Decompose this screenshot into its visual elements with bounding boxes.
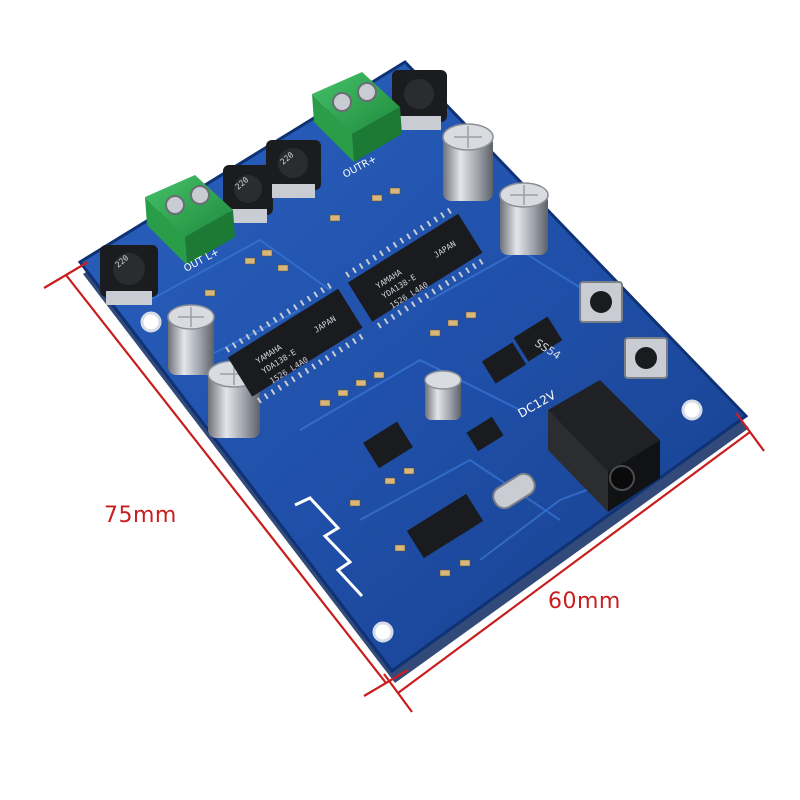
tactile-buttons: [579, 281, 668, 379]
dimension-lines: [43, 261, 765, 713]
dc-jack: [548, 380, 660, 512]
height-dimension-label: 75mm: [104, 503, 177, 528]
inductors: [100, 70, 447, 305]
small-chips: [363, 316, 563, 559]
crystal: [492, 472, 536, 510]
capacitors: [167, 123, 549, 438]
mounting-holes: [140, 311, 703, 643]
width-dimension-label: 60mm: [548, 589, 621, 614]
amplifier-chips: [225, 207, 484, 404]
smd-components: [204, 187, 477, 577]
antenna: [294, 496, 364, 598]
screw-terminals: [145, 72, 402, 265]
